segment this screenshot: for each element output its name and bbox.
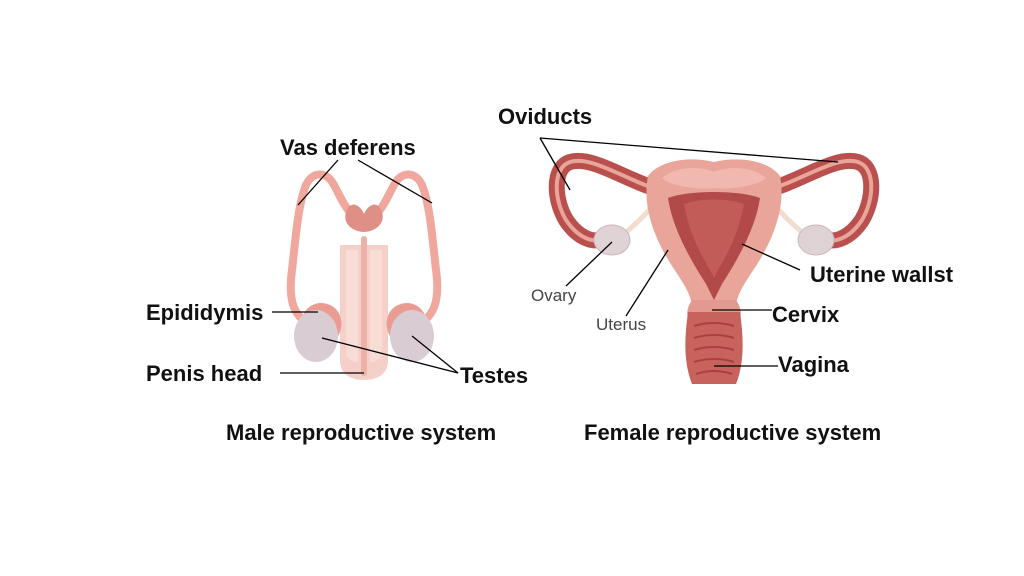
- corpus-cavernosum-left: [346, 250, 358, 362]
- vas-deferens-left: [286, 170, 354, 334]
- leader-testes-left: [321, 337, 459, 374]
- ruga-2: [693, 334, 735, 339]
- label-vas-deferens: Vas deferens: [280, 135, 416, 160]
- leader-ovary: [565, 241, 613, 287]
- female-leader-lines: [539, 137, 839, 367]
- label-ovary: Ovary: [531, 286, 577, 305]
- label-uterus: Uterus: [596, 315, 647, 334]
- testis-left: [294, 310, 338, 362]
- ovary-left: [593, 224, 631, 256]
- male-leader-lines: [272, 159, 459, 374]
- ruga-1: [693, 322, 735, 327]
- leader-oviduct-left: [539, 137, 571, 191]
- corpus-cavernosum-right: [370, 250, 382, 362]
- leader-oviduct-right: [539, 137, 839, 163]
- label-epididymis: Epididymis: [146, 300, 264, 325]
- seminal-vesicles: [345, 204, 383, 232]
- label-oviducts: Oviducts: [498, 104, 593, 129]
- urethra: [361, 236, 367, 376]
- label-testes: Testes: [460, 363, 529, 388]
- label-vagina: Vagina: [778, 352, 849, 377]
- oviduct-right-inner: [778, 158, 874, 243]
- uterus-fundus: [662, 168, 766, 189]
- ovary-right: [797, 224, 835, 256]
- oviduct-left-inner: [554, 158, 650, 243]
- leader-vas-left: [297, 159, 339, 206]
- label-penis-head: Penis head: [146, 361, 263, 386]
- vaginal-rugae: [693, 322, 735, 375]
- ruga-3: [693, 346, 735, 351]
- ruga-4: [693, 358, 735, 363]
- leader-vas-right: [357, 159, 433, 204]
- label-uterine-wall: Uterine wallst: [810, 262, 954, 287]
- female-anatomy: [548, 152, 880, 384]
- leader-uterine-wall: [741, 243, 801, 271]
- male-anatomy: [286, 170, 442, 380]
- ruga-5: [695, 370, 733, 375]
- leader-testes-right: [411, 335, 459, 374]
- caption-male: Male reproductive system: [226, 420, 497, 445]
- caption-female: Female reproductive system: [584, 420, 882, 445]
- vas-deferens-right: [374, 170, 442, 334]
- label-cervix: Cervix: [772, 302, 840, 327]
- endometrium: [684, 199, 744, 278]
- leader-uterus: [625, 249, 669, 317]
